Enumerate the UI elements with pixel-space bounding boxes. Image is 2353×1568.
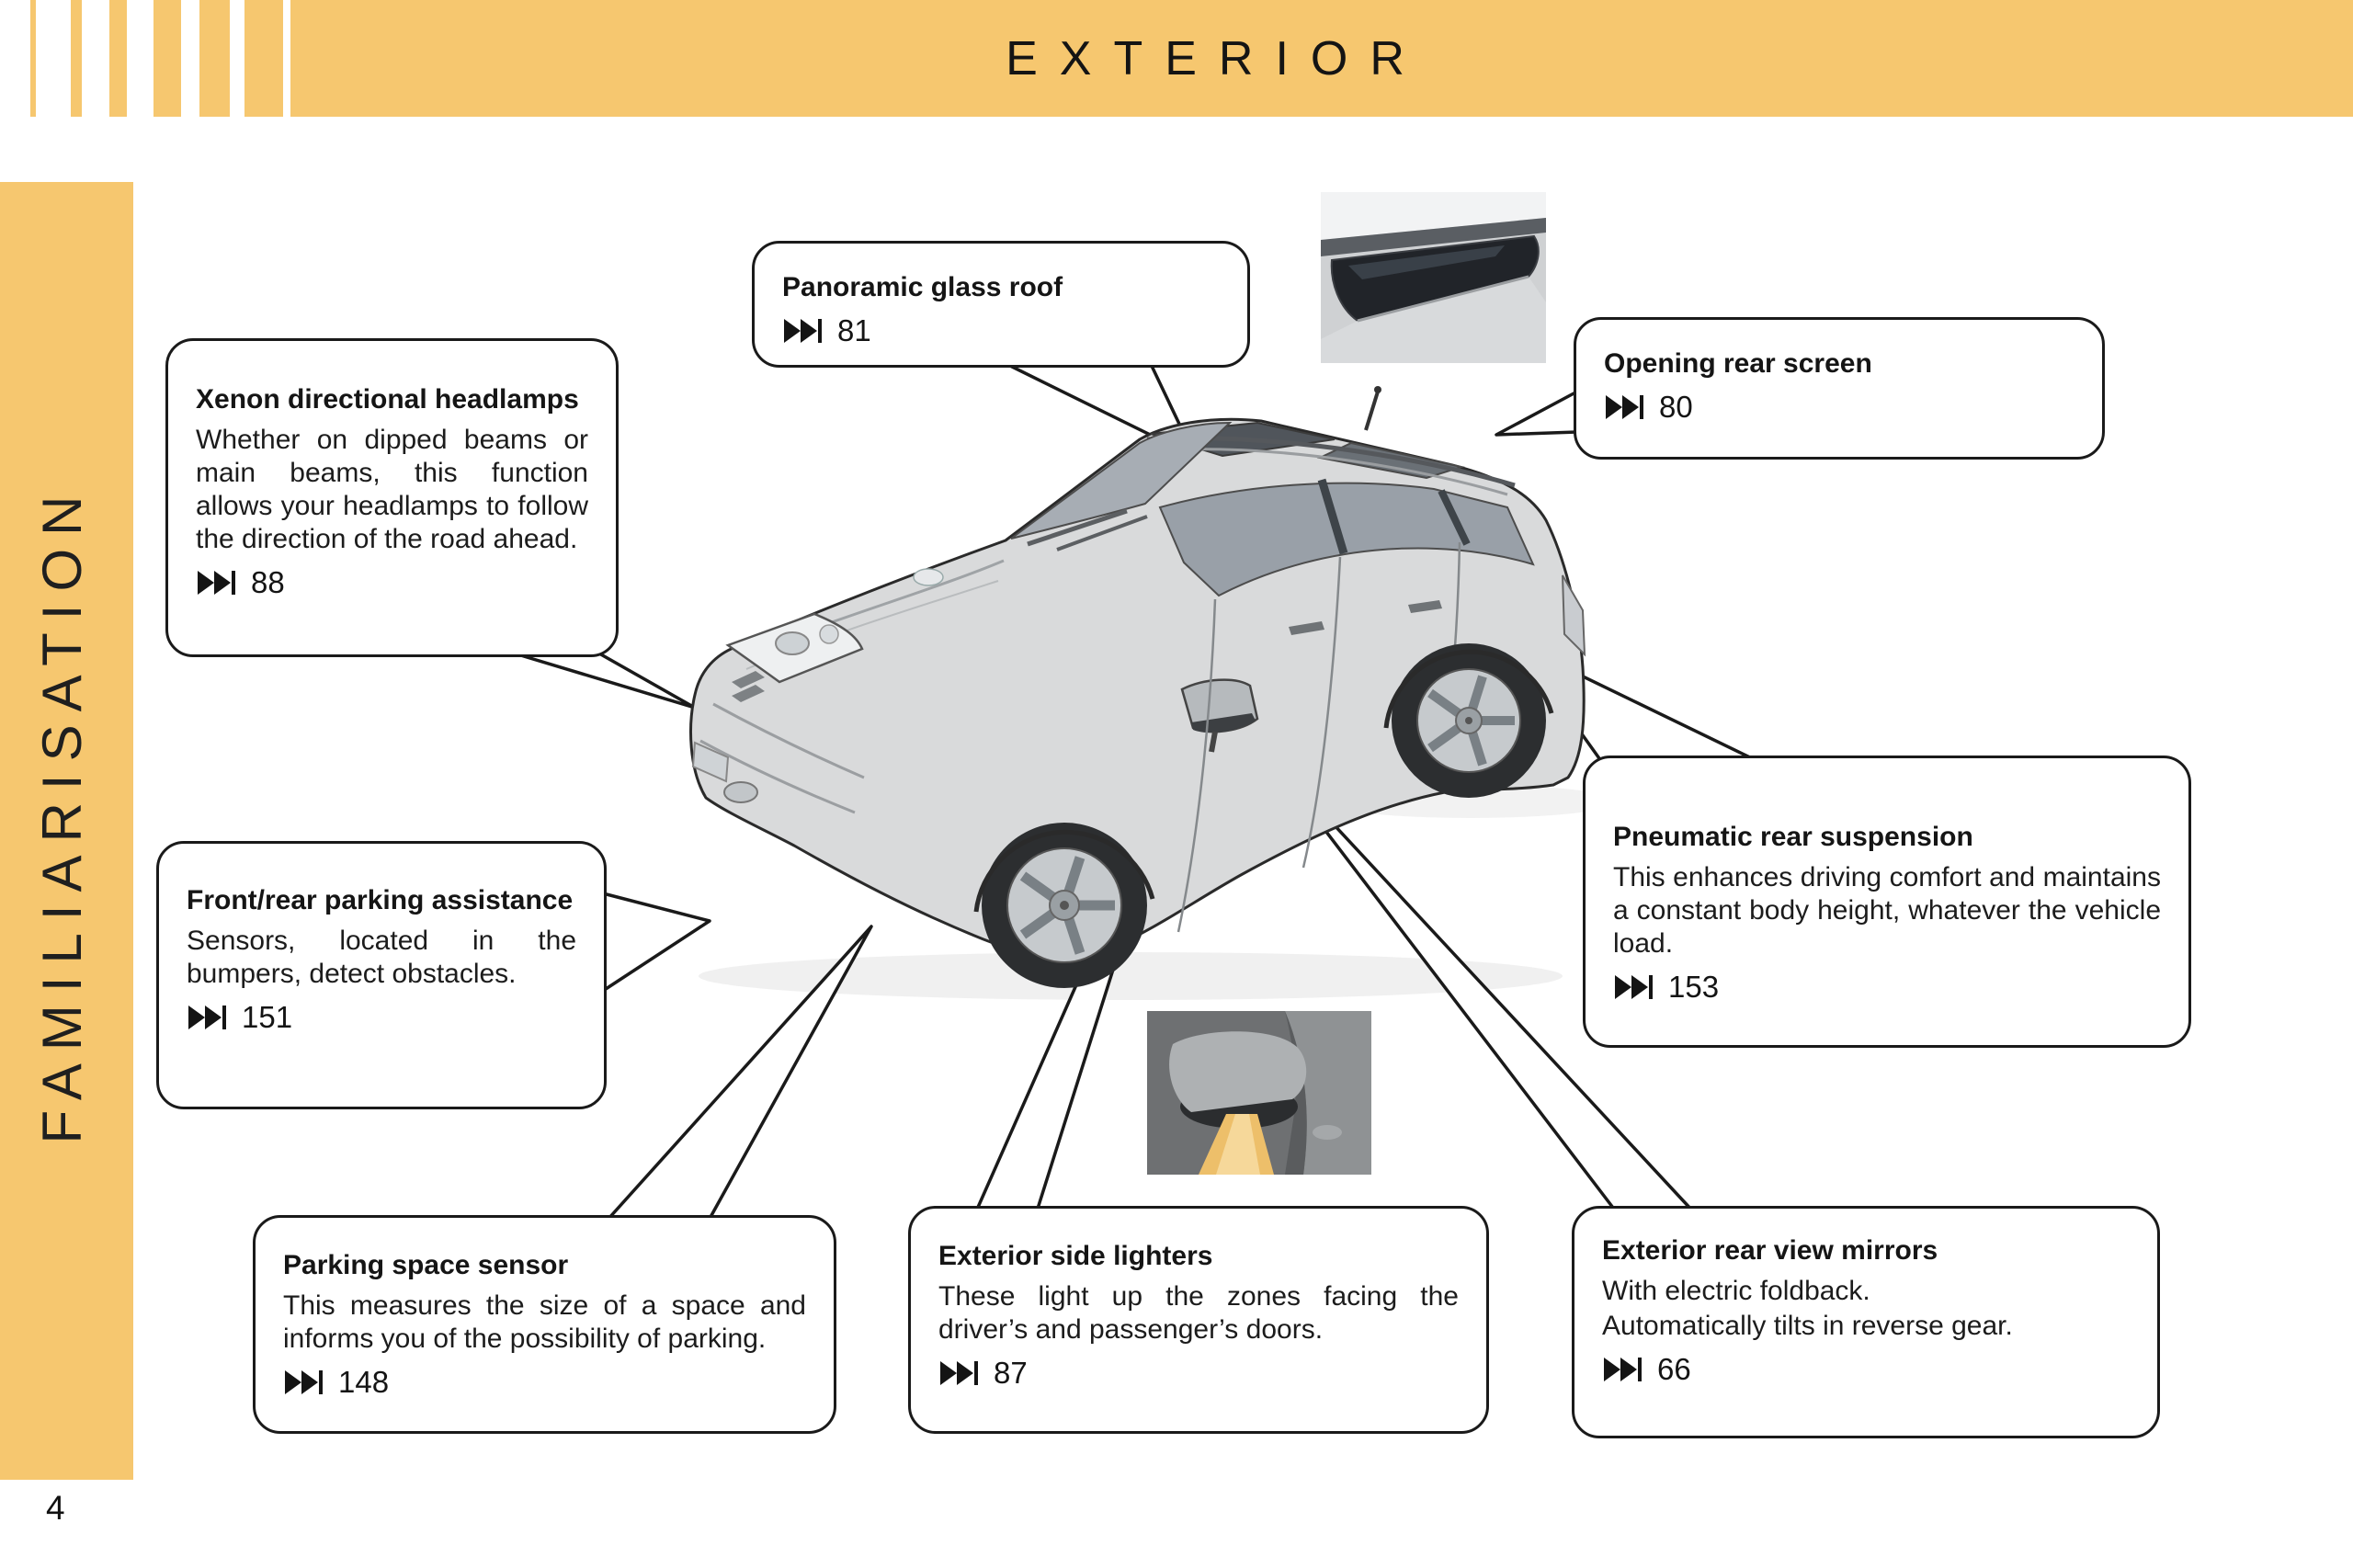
door-line (1176, 598, 1217, 933)
door-handle (1408, 600, 1442, 613)
callout-body: Automatically tilts in reverse gear. (1602, 1311, 2013, 1341)
callout-body: With electric foldback. (1602, 1276, 1870, 1306)
page-reference-number: 88 (251, 565, 285, 599)
page-reference-number: 153 (1668, 970, 1720, 1004)
c-pillar (1438, 489, 1471, 546)
callout-title: Front/rear parking assistance (187, 885, 574, 915)
skip-next-icon (188, 1006, 226, 1029)
front-wheel (973, 823, 1155, 988)
skip-next-icon (198, 571, 235, 595)
page-reference-number: 87 (994, 1356, 1028, 1390)
callout-xenon-directional-headlamps: Xenon directional headlamps Whether on d… (165, 338, 619, 657)
page-reference: 148 (283, 1365, 806, 1400)
far-headlamp (913, 568, 944, 586)
skip-next-icon (285, 1370, 323, 1394)
callout-parking-space-sensor: Parking space sensor This measures the s… (253, 1215, 836, 1434)
rear-screen-photo (1321, 192, 1546, 363)
header: EXTERIOR (0, 0, 2353, 117)
callout-title: Exterior side lighters (938, 1241, 1213, 1271)
pointer-xenon (513, 652, 697, 710)
page-reference: 153 (1613, 970, 2161, 1005)
callout-title: Opening rear screen (1604, 348, 1872, 379)
sidebar-band: FAMILIARISATION (0, 182, 133, 1480)
windscreen (1010, 421, 1233, 540)
skip-next-icon (1606, 395, 1643, 419)
page-reference-number: 81 (837, 313, 871, 347)
rear-body-panel (1321, 277, 1546, 363)
header-stripe (153, 0, 181, 117)
callout-body: This enhances driving comfort and mainta… (1613, 862, 2161, 959)
number-plate (691, 741, 730, 783)
skip-next-icon (1615, 975, 1653, 999)
page-reference-number: 151 (242, 1000, 293, 1034)
citroen-chevrons-badge (732, 671, 765, 702)
tail-lamp (1562, 574, 1586, 657)
header-stripe (244, 0, 283, 117)
rear-wheel (1383, 643, 1554, 798)
page-reference: 81 (782, 313, 1220, 348)
bumper-line (699, 739, 856, 814)
page-reference: 151 (187, 1000, 576, 1035)
callout-title: Panoramic glass roof (782, 272, 1063, 302)
page-reference: 87 (938, 1356, 1459, 1391)
skip-next-icon (940, 1361, 978, 1385)
header-stripe (109, 0, 127, 117)
mirror-stalk (1209, 731, 1218, 753)
page-reference: 88 (196, 565, 588, 600)
header-stripe (199, 0, 230, 117)
pointer-parking-assistance (601, 892, 711, 993)
callout-exterior-side-lighters: Exterior side lighters These light up th… (908, 1206, 1489, 1434)
skip-next-icon (784, 319, 822, 343)
callout-body: Sensors, located in the bumpers, detect … (187, 926, 576, 989)
page-reference: 66 (1602, 1352, 2130, 1387)
callout-title: Pneumatic rear suspension (1613, 822, 1973, 852)
callout-body: Whether on dipped beams or main beams, t… (196, 425, 588, 554)
callout-exterior-rear-view-mirrors: Exterior rear view mirrors With electric… (1572, 1206, 2160, 1438)
bumper-line (712, 702, 865, 779)
antenna (1364, 391, 1380, 431)
callout-title: Xenon directional headlamps (196, 384, 579, 415)
roof-rail (1154, 448, 1508, 496)
header-band (290, 0, 2353, 117)
rear-spoiler (1321, 218, 1546, 256)
car (689, 386, 1586, 988)
wiper (1056, 515, 1148, 551)
door-handle (1313, 1125, 1342, 1140)
callout-pneumatic-rear-suspension: Pneumatic rear suspension This enhances … (1583, 756, 2191, 1048)
callout-panoramic-glass-roof: Panoramic glass roof 81 (752, 241, 1250, 368)
callout-body: This measures the size of a space and in… (283, 1290, 806, 1354)
door-panel (1285, 1011, 1371, 1175)
door-line (1302, 556, 1342, 869)
callout-front-rear-parking-assistance: Front/rear parking assistance Sensors, l… (156, 841, 607, 1109)
callout-title: Exterior rear view mirrors (1602, 1235, 1938, 1266)
page-number: 4 (46, 1489, 65, 1527)
side-lighter-photo (1147, 1011, 1371, 1175)
page-reference-number: 80 (1659, 390, 1693, 424)
pointer-rear-screen (1495, 390, 1579, 437)
skip-next-icon (1604, 1358, 1642, 1381)
fog-lamp (723, 781, 758, 803)
page-reference-number: 66 (1657, 1352, 1691, 1386)
header-stripe (30, 0, 36, 117)
front-wheel-arch (973, 829, 1155, 913)
callout-body: These light up the zones facing the driv… (938, 1281, 1459, 1345)
page-reference: 80 (1604, 390, 2075, 425)
rear-wheel-arch (1383, 649, 1554, 729)
door-handle (1289, 621, 1324, 635)
car-shadow (699, 952, 1563, 1000)
callout-opening-rear-screen: Opening rear screen 80 (1574, 317, 2105, 460)
b-pillar (1317, 478, 1348, 555)
callout-title: Parking space sensor (283, 1250, 569, 1280)
page-reference-number: 148 (338, 1365, 390, 1399)
mirror-housing (1169, 1031, 1307, 1112)
header-stripe (71, 0, 82, 117)
page-title: EXTERIOR (1006, 31, 1427, 85)
wiper (1027, 508, 1128, 547)
side-windows (1158, 482, 1535, 597)
